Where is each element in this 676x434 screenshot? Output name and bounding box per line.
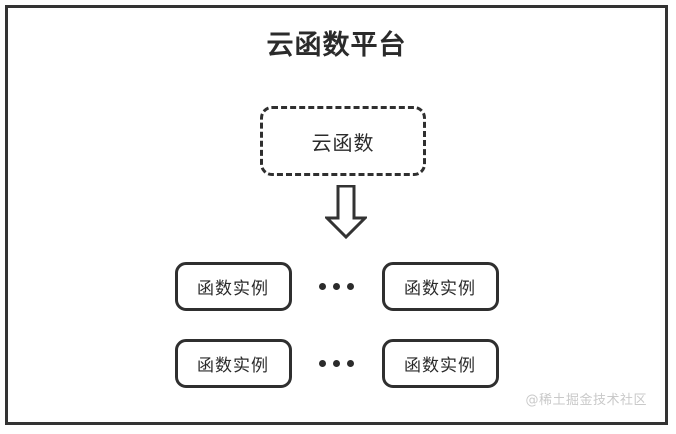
platform-frame: 云函数平台 云函数 函数实例 函数实例 函数实例 函数实例 @稀土掘 [5, 5, 668, 425]
function-instance-label: 函数实例 [404, 278, 476, 299]
instance-row: 函数实例 函数实例 [8, 338, 665, 388]
function-instance-box: 函数实例 [381, 338, 499, 388]
cloud-function-box: 云函数 [260, 106, 426, 176]
platform-title: 云函数平台 [266, 30, 407, 61]
ellipsis-dot [319, 359, 326, 367]
ellipsis-dot [333, 359, 340, 367]
instance-row: 函数实例 函数实例 [8, 261, 665, 311]
watermark: @稀土掘金技术社区 [525, 393, 647, 408]
function-instance-label: 函数实例 [404, 355, 476, 376]
down-arrow-icon [325, 185, 367, 239]
cloud-function-label: 云函数 [311, 130, 375, 155]
ellipsis-dot [347, 359, 354, 367]
ellipsis-icon [292, 282, 382, 290]
function-instance-label: 函数实例 [197, 278, 269, 299]
ellipsis-dot [333, 282, 340, 290]
ellipsis-dot [319, 282, 326, 290]
function-instance-box: 函数实例 [381, 261, 499, 311]
ellipsis-icon [292, 359, 382, 367]
function-instance-box: 函数实例 [174, 261, 292, 311]
function-instance-box: 函数实例 [174, 338, 292, 388]
function-instance-label: 函数实例 [197, 355, 269, 376]
ellipsis-dot [347, 282, 354, 290]
